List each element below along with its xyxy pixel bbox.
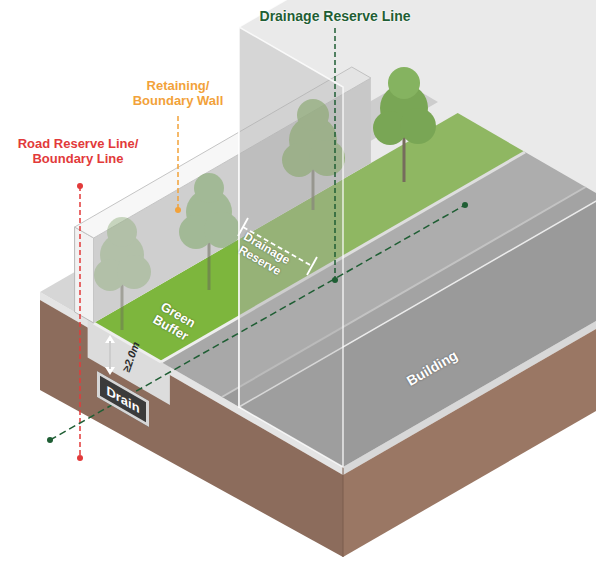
height-arrow: [105, 335, 115, 375]
height-arrow-part: [110, 341, 111, 369]
drainage-reserve-line-part: [462, 202, 468, 208]
tree: [179, 173, 240, 290]
line-label: Retaining/ Boundary Wall: [124, 79, 232, 109]
drainage-reserve-line-part: [50, 205, 465, 440]
road-reserve-line-part: [79, 186, 81, 458]
retaining-wall-part: [75, 227, 94, 323]
height-arrow-part: [109, 341, 111, 369]
line-label: Road Reserve Line/ Boundary Line: [12, 137, 144, 167]
wall-leader: [175, 116, 181, 213]
tree: [94, 217, 151, 330]
road-reserve-line: [77, 183, 83, 461]
tree-part: [117, 255, 151, 289]
building-glass: [239, 0, 596, 467]
drainage-reserve-line-part: [334, 28, 336, 280]
drainage-reserve-line-part: [47, 437, 53, 443]
road-reserve-line-part: [77, 183, 83, 189]
wall-leader-part: [175, 207, 181, 213]
wall-leader-part: [177, 116, 179, 208]
drainage-reserve-line: [47, 28, 468, 443]
line-label: Drainage Reserve Line: [260, 8, 411, 24]
dimension-line-part: [307, 257, 317, 275]
tree-part: [194, 173, 224, 203]
soil-block-part: [343, 467, 344, 557]
road-reserve-line-part: [77, 455, 83, 461]
tree-part: [204, 212, 240, 248]
tree-part: [107, 217, 137, 247]
